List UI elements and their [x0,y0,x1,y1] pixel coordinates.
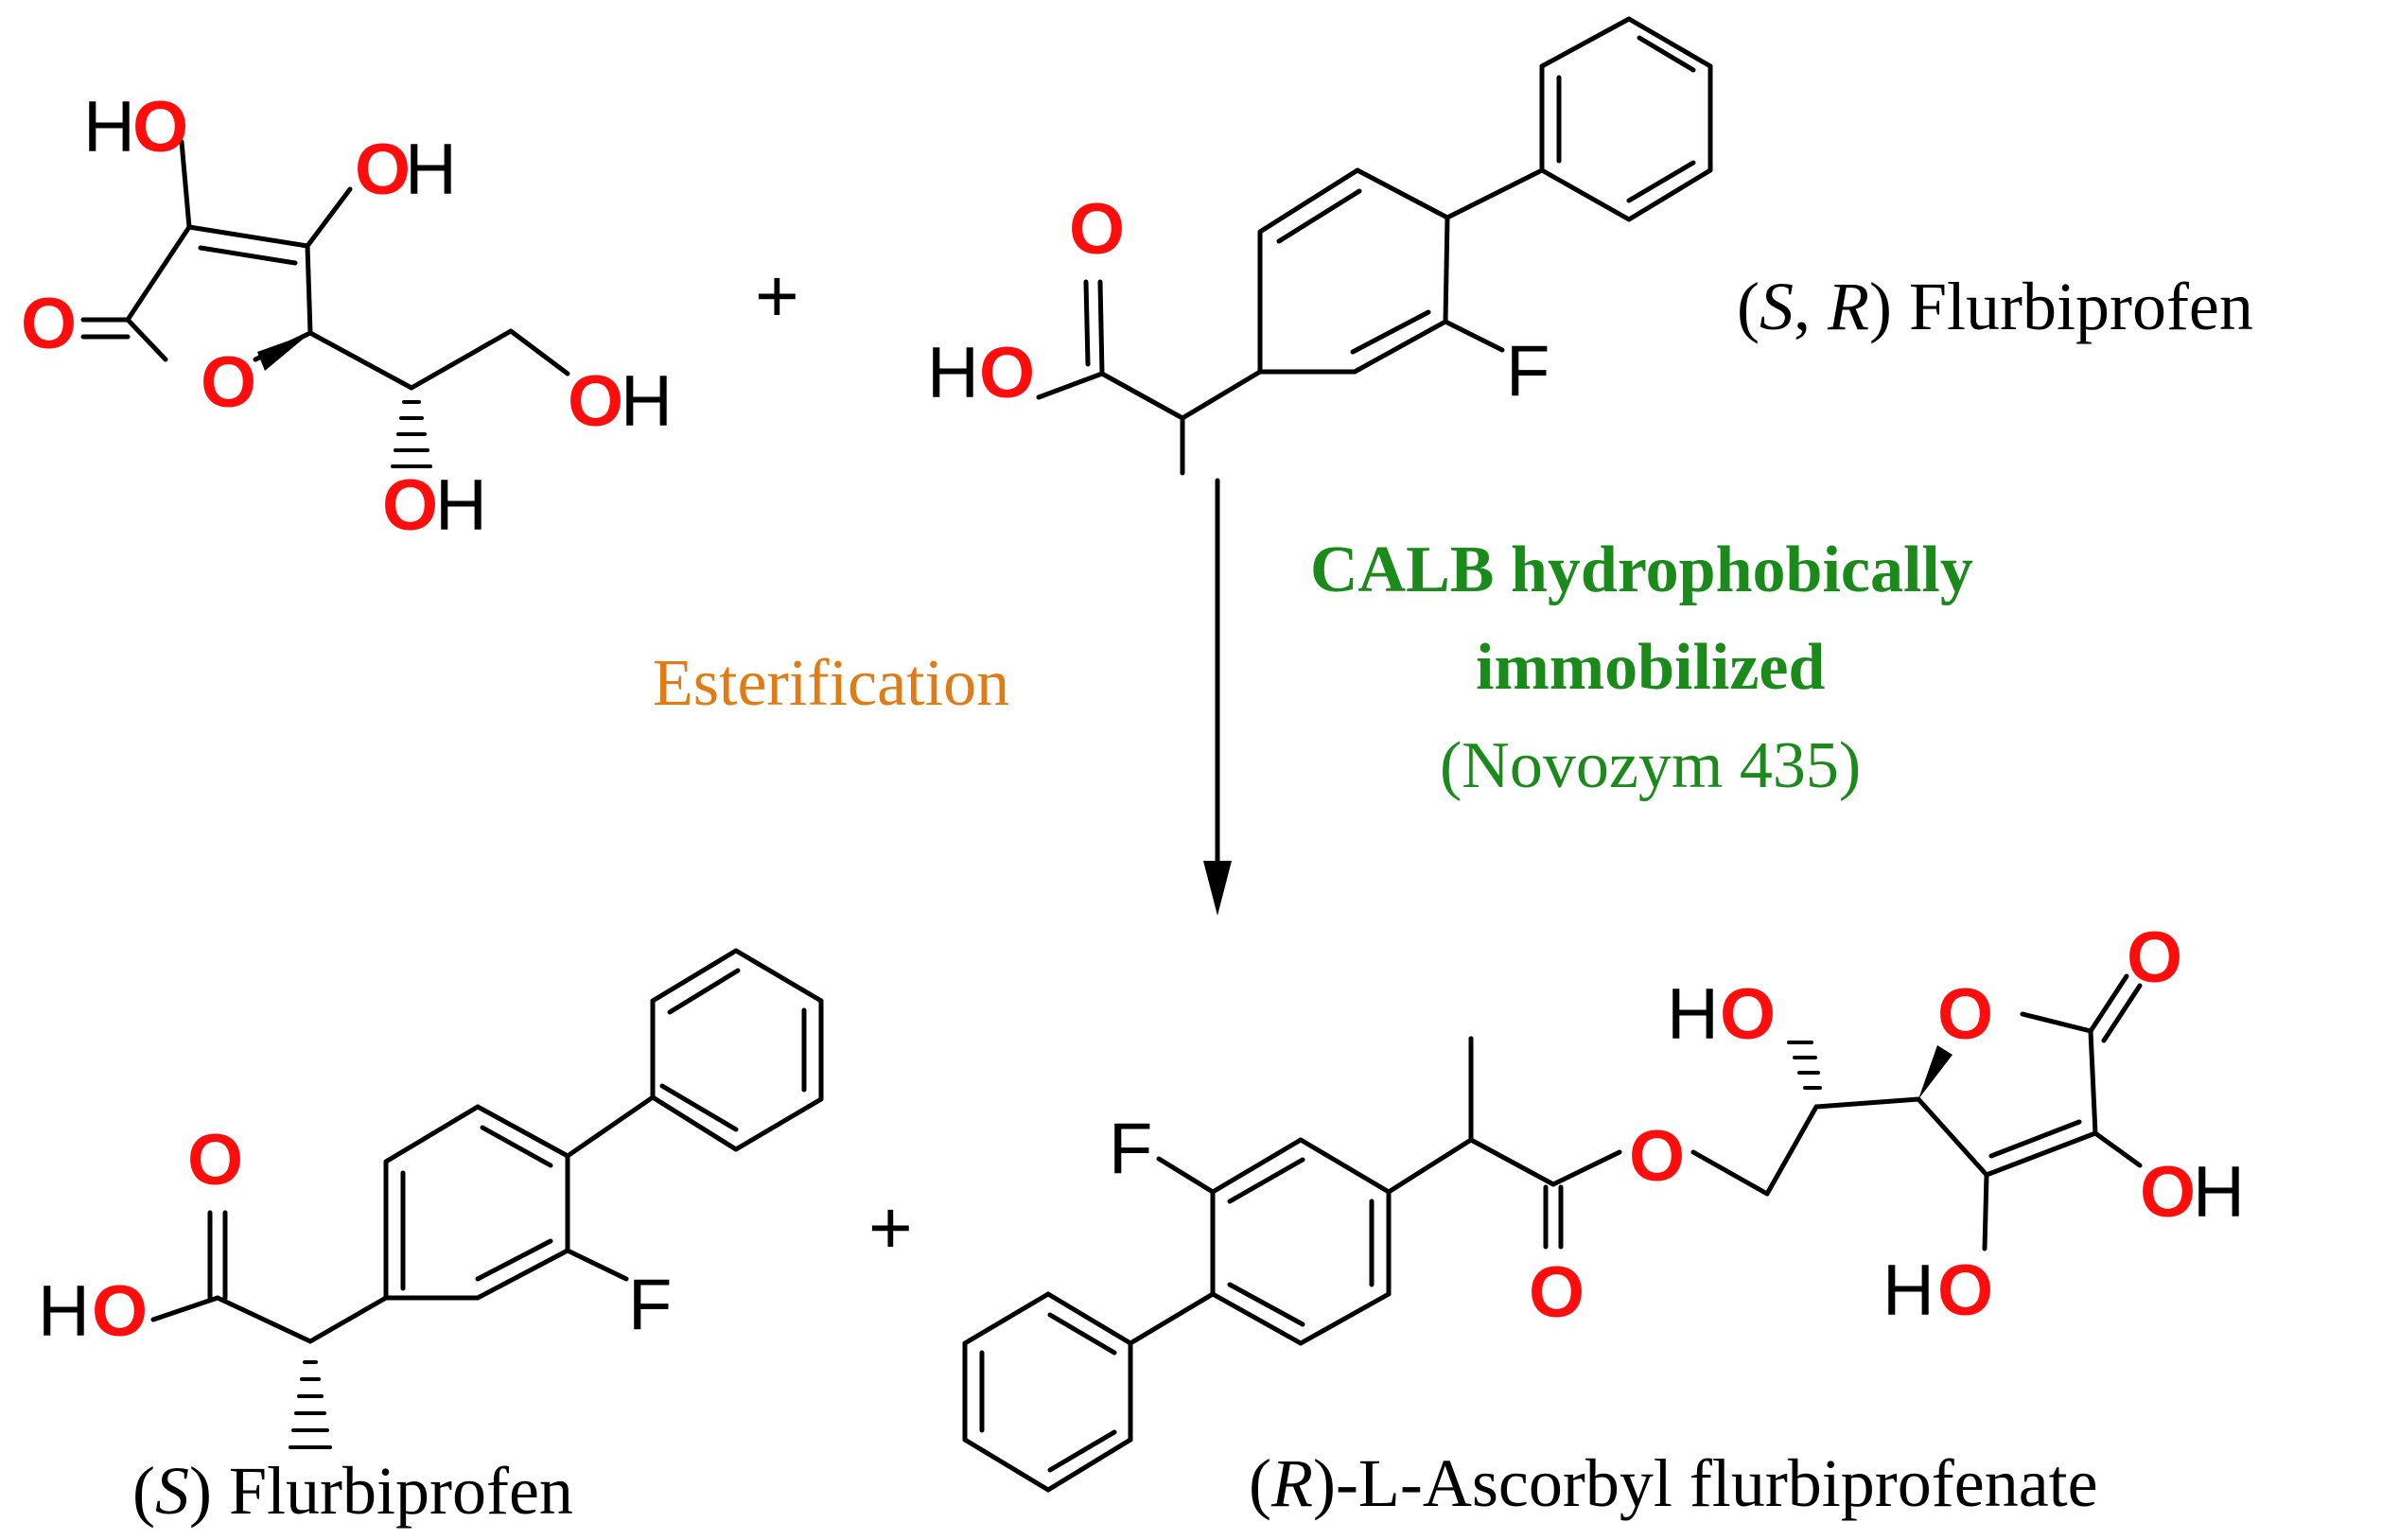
atom-o: O [1937,974,1993,1055]
s-flurbiprofen-caption: (S) Flurbiprofen [132,1453,573,1529]
caption-name: ) Flurbiprofen [1869,269,2253,344]
racemic-flurbiprofen-structure: O H O F [927,16,1713,476]
atom-h: H [435,465,487,546]
catalyst-product-name: (Novozym 435) [1440,729,1861,802]
caption-s-descriptor: S [1760,269,1794,344]
caption-paren: ( [1249,1445,1271,1521]
atom-o: O [1529,1252,1585,1333]
atom-o: O [382,465,438,546]
hashed-bond [289,1360,332,1449]
atom-h: H [83,87,135,167]
atom-f: F [1506,331,1550,411]
caption-separator: , [1794,269,1828,344]
caption-r-descriptor: R [1827,269,1869,344]
hashed-bond [1787,1041,1822,1090]
atom-h: H [927,333,979,413]
racemate-caption: (S, R) Flurbiprofen [1737,269,2253,344]
atom-o: O [568,361,623,442]
plus-sign: + [868,1185,913,1269]
atom-o: O [979,333,1035,413]
atom-h: H [1667,974,1719,1055]
atom-o: O [187,1120,243,1200]
atom-o: O [21,284,77,364]
caption-r-descriptor: R [1270,1445,1313,1521]
atom-o: O [1629,1116,1685,1197]
atom-h: H [38,1271,90,1352]
atom-f: F [1109,1109,1152,1189]
ester-product-caption: (R)-L-Ascorbyl flurbiprofenate [1249,1445,2098,1521]
catalyst-label-line2: immobilized [1476,631,1825,704]
atom-h: H [2193,1152,2245,1233]
atom-h: H [1882,1251,1935,1331]
esterification-label: Esterification [653,647,1009,720]
atom-o: O [2140,1152,2196,1233]
atom-o: O [2127,918,2182,998]
atom-f: F [628,1265,672,1345]
atom-o: O [1720,974,1776,1055]
caption-paren: ( [132,1453,155,1529]
atom-o: O [1069,189,1125,270]
atom-o: O [1937,1251,1993,1331]
caption-name: )-L-Ascorbyl flurbiprofenate [1313,1445,2098,1521]
s-flurbiprofen-structure: O H O F [38,948,824,1449]
atom-h: H [621,361,673,442]
caption-s-descriptor: S [155,1453,189,1529]
caption-name: ) Flurbiprofen [189,1453,573,1529]
caption-paren: ( [1737,269,1760,344]
catalyst-label: CALB hydrophobically [1310,534,1973,606]
atom-o: O [355,130,411,210]
reaction-arrow [1203,478,1232,916]
hashed-bond [391,400,432,468]
atom-o: O [132,87,188,167]
ascorbic-acid-structure: H O O H O O O H O H [21,87,673,546]
atom-h: H [405,130,457,210]
atom-o: O [92,1271,148,1352]
ascorbyl-flurbiprofenate-structure: F O O H O O O O H H O [962,918,2245,1493]
atom-o: O [201,342,256,423]
plus-sign: + [755,254,799,338]
